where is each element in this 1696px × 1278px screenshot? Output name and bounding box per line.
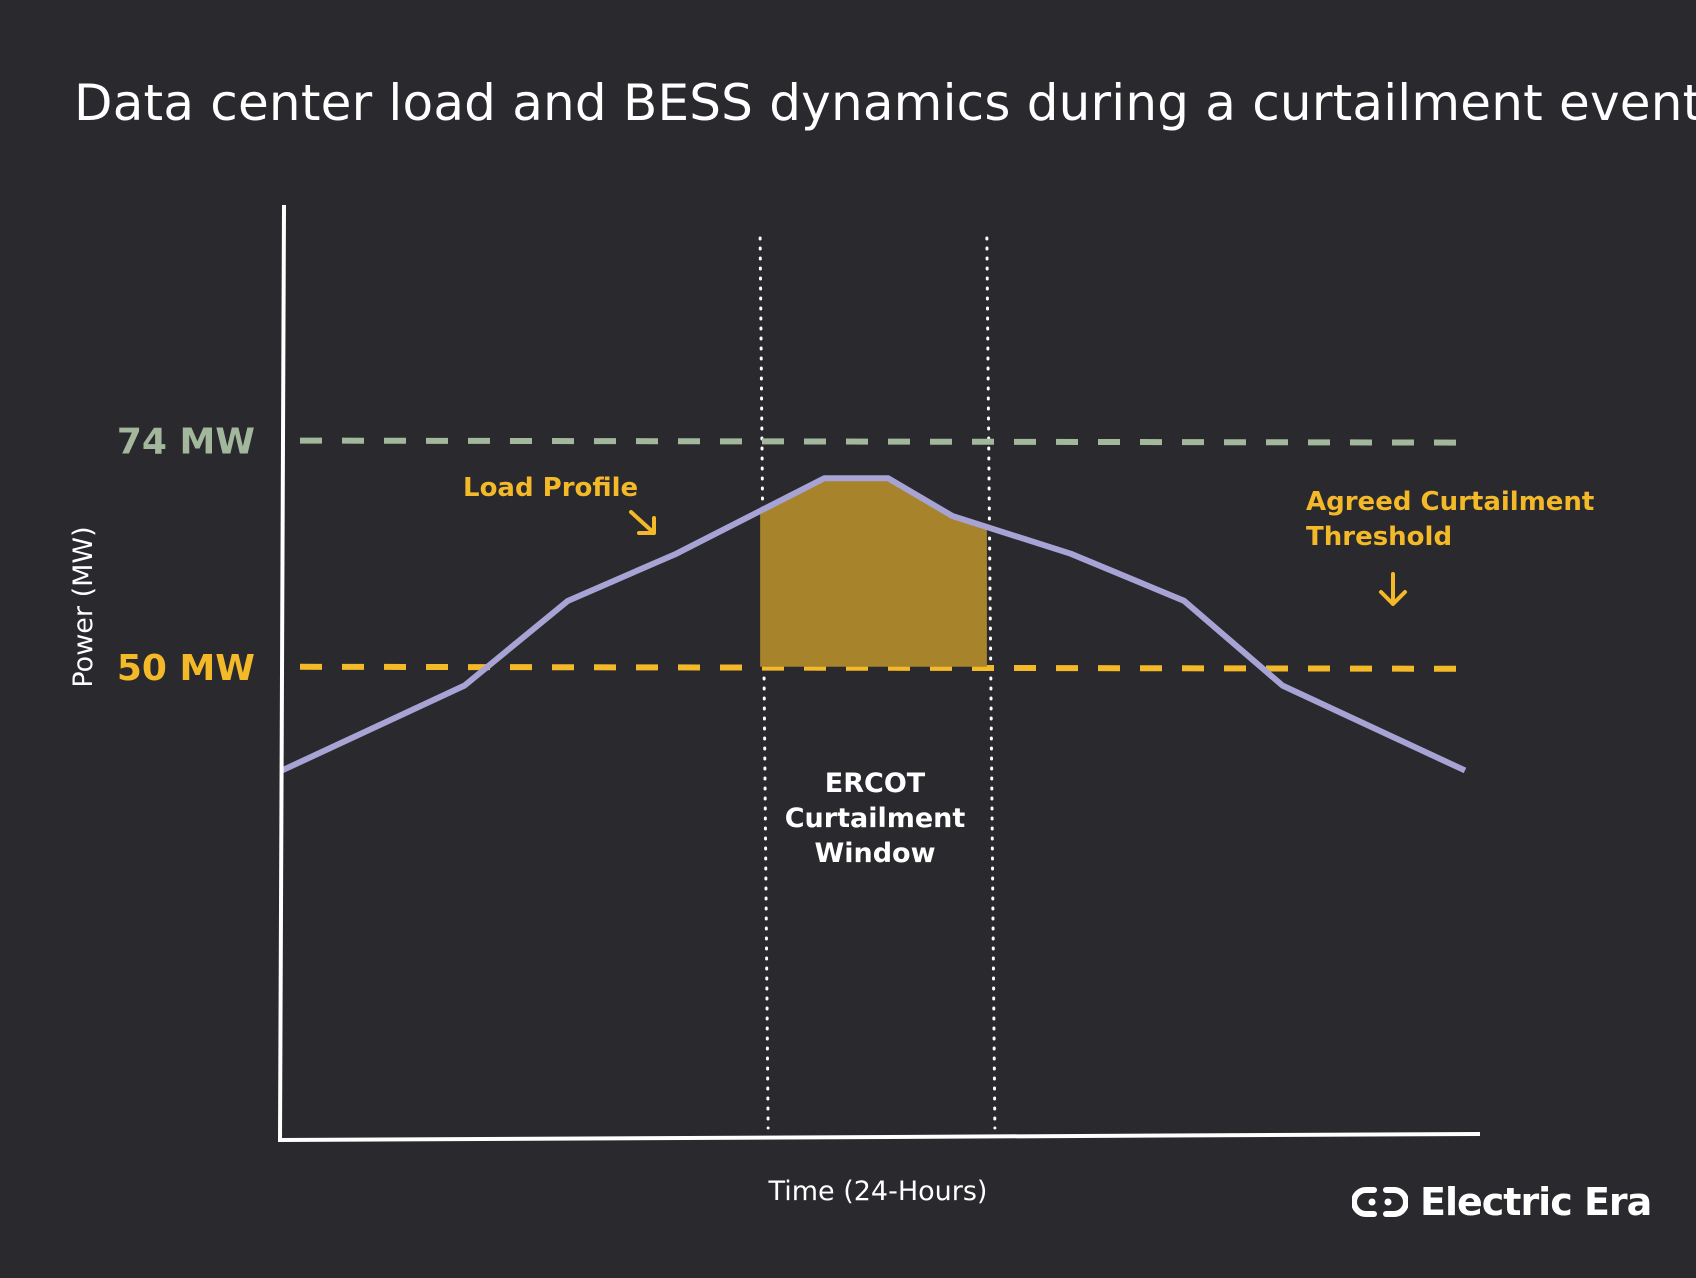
window-start-line <box>758 236 770 1130</box>
y-axis-label: Power (MW) <box>68 526 99 687</box>
curtailment-window <box>758 236 997 1130</box>
arrow-down-icon <box>1379 572 1407 606</box>
reference-lines <box>299 437 1466 672</box>
load-profile-annotation: Load Profile <box>463 473 638 503</box>
brand: Electric Era <box>1352 1180 1652 1224</box>
reference-line-74mw <box>299 437 1466 446</box>
y-tick-label: 74 MW <box>117 422 255 463</box>
y-tick-labels: 74 MW 50 MW <box>117 422 255 689</box>
load-profile-line <box>280 475 1467 774</box>
reference-line-50mw <box>299 663 1466 672</box>
arrow-down-right-icon <box>629 510 656 535</box>
brand-name: Electric Era <box>1420 1180 1652 1224</box>
electric-era-logo-icon <box>1352 1187 1408 1217</box>
x-axis <box>277 1132 1481 1142</box>
window-end-line <box>985 236 997 1130</box>
curtailment-shaded-area <box>760 478 987 667</box>
y-tick-label: 50 MW <box>117 648 255 689</box>
y-axis <box>278 204 286 1142</box>
chart-title: Data center load and BESS dynamics durin… <box>74 74 1696 132</box>
x-axis-label: Time (24-Hours) <box>768 1176 988 1207</box>
